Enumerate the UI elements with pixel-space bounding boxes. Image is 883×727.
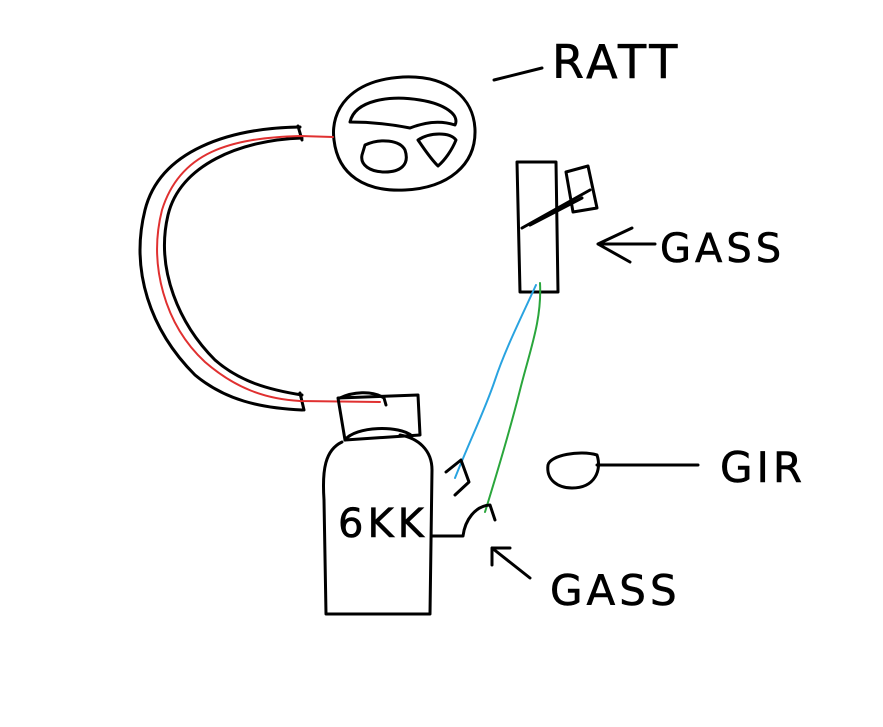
lever-label: GIR [720, 443, 806, 492]
pedal-label: GASS [660, 226, 785, 272]
gas-pedal [515, 160, 599, 294]
valve-arrow-icon [490, 546, 532, 580]
gas-tank [322, 391, 497, 616]
gear-lever [546, 451, 700, 490]
wheel-label: RATT [552, 35, 681, 89]
green-hose-line [484, 282, 542, 513]
valve-label: GASS [550, 566, 681, 615]
pedal-arrow-icon [596, 226, 657, 264]
tank-label: 6KK [338, 501, 428, 547]
steering-wheel [332, 75, 477, 192]
wheel-pointer-line [492, 66, 544, 82]
red-hose-line [156, 134, 381, 403]
flexible-hose [138, 124, 306, 412]
blue-hose-line [454, 284, 537, 479]
